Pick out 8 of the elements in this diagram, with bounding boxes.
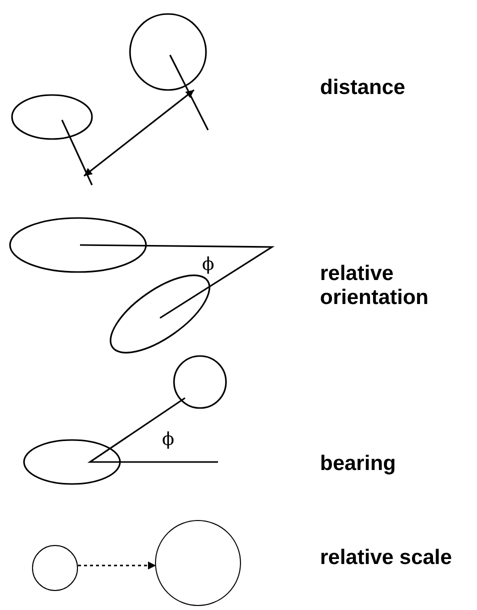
caption-label: relative orientation [320, 262, 430, 310]
caption-label: distance [320, 76, 406, 100]
caption-label: bearing [320, 452, 397, 476]
angle-symbol: ϕ [202, 255, 214, 275]
circle-shape [32, 545, 78, 591]
angle-symbol: ϕ [162, 430, 174, 450]
arrow [78, 562, 156, 570]
caption-label: relative scale [320, 546, 453, 570]
